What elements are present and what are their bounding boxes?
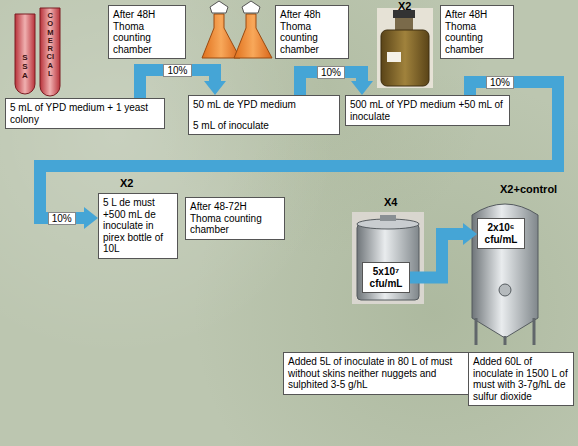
multiplier-label: X2 xyxy=(398,0,411,13)
process-box: 5 L de must +500 mL de inoculate in pire… xyxy=(98,193,178,259)
percent-label: 10% xyxy=(486,76,514,89)
box-text: 5x10⁷ cfu/mL xyxy=(365,266,407,289)
multiplier-label: X2 xyxy=(120,177,133,190)
tube-letters: COMERCIAL xyxy=(47,12,55,78)
arrow-head xyxy=(351,81,373,95)
box-text: 2x10⁶ cfu/mL xyxy=(480,222,522,245)
tube-letters: SSA xyxy=(21,54,29,80)
arrow-shaft xyxy=(410,234,463,278)
flask-cap xyxy=(210,1,228,13)
box-text: 50 mL de YPD medium xyxy=(193,99,335,111)
arrow-head xyxy=(463,223,477,245)
flask-cap xyxy=(242,1,260,13)
box-text: Added 5L of inoculate in 80 L of must wi… xyxy=(288,356,465,391)
tank-leg xyxy=(475,318,478,345)
process-box: 500 mL of YPD medium +50 mL of inoculate xyxy=(345,95,510,126)
box-text: After 48H Thoma counting chamber xyxy=(113,9,181,55)
process-box: 50 mL de YPD medium 5 mL of inoculate xyxy=(188,95,340,135)
container-photo-ground xyxy=(352,212,424,304)
process-box: After 48H Thoma counting chamber xyxy=(108,5,186,59)
tank-leg xyxy=(533,318,536,345)
tank-leg xyxy=(504,336,507,345)
steel-tank xyxy=(472,204,538,338)
percent-label: 10% xyxy=(48,212,76,225)
box-text: 5 mL of inoculate xyxy=(193,120,335,132)
bottle xyxy=(381,30,429,86)
box-text: 500 mL of YPD medium +50 mL of inoculate xyxy=(350,99,505,122)
note-box: Added 60L of inoculate in 1500 L of must… xyxy=(468,352,574,406)
process-box: After 48H Thoma counting chamber xyxy=(440,5,514,59)
steel-container xyxy=(357,224,419,300)
arrow-head xyxy=(204,81,226,95)
process-box: 5 mL of YPD medium + 1 yeast colony xyxy=(5,98,165,129)
multiplier-label: X2+control xyxy=(500,183,557,196)
flask xyxy=(234,14,272,58)
test-tube xyxy=(15,14,35,94)
multiplier-label: X4 xyxy=(384,196,397,209)
count-box: 2x10⁶ cfu/mL xyxy=(477,218,525,249)
flow-arrow xyxy=(410,223,477,278)
container-lid-knob xyxy=(380,215,396,221)
test-tube xyxy=(40,8,60,96)
process-box: After 48h Thoma counting chamber xyxy=(275,5,349,59)
arrow-head xyxy=(84,207,98,229)
bottle-photo-ground xyxy=(377,8,433,88)
box-text: 5 L de must +500 mL de inoculate in pire… xyxy=(103,197,173,255)
note-box: Added 5L of inoculate in 80 L of must wi… xyxy=(283,352,470,395)
flask xyxy=(202,14,240,58)
percent-label: 10% xyxy=(317,66,345,79)
box-text: After 48-72H Thoma counting chamber xyxy=(190,201,280,236)
tank-valve xyxy=(499,284,511,296)
bottle-label xyxy=(387,52,401,62)
box-text: 5 mL of YPD medium + 1 yeast colony xyxy=(10,102,160,125)
box-text: After 48h Thoma counting chamber xyxy=(280,9,344,55)
percent-label: 10% xyxy=(163,64,191,77)
process-box: After 48-72H Thoma counting chamber xyxy=(185,197,285,240)
box-text: Added 60L of inoculate in 1500 L of must… xyxy=(473,356,569,402)
box-text: After 48H Thoma counting chamber xyxy=(445,9,509,55)
count-box: 5x10⁷ cfu/mL xyxy=(362,262,410,293)
